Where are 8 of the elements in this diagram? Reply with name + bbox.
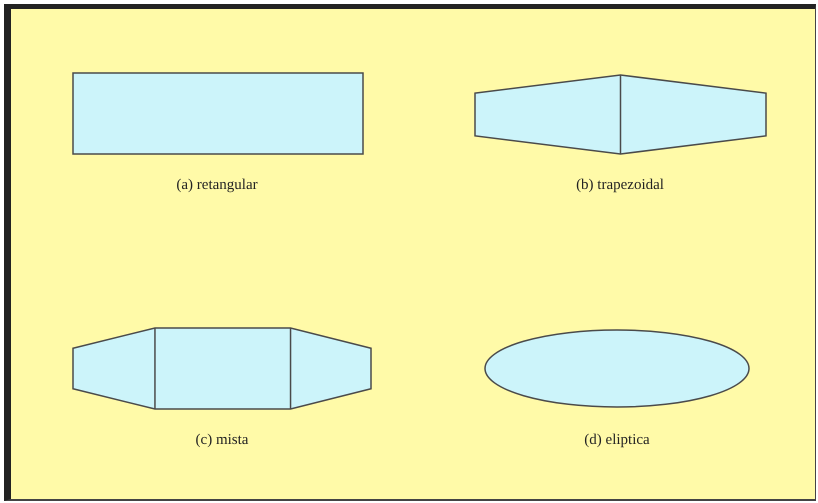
octagon-shape	[73, 328, 371, 409]
shape-caption: (d) eliptica	[584, 432, 650, 449]
shape-caption: (a) retangular	[176, 177, 258, 194]
shape-caption: (c) mista	[196, 432, 248, 449]
hexagon-shape	[475, 75, 766, 154]
rectangle-shape	[73, 73, 363, 154]
ellipse-shape	[485, 330, 749, 407]
shape-caption: (b) trapezoidal	[576, 177, 664, 194]
